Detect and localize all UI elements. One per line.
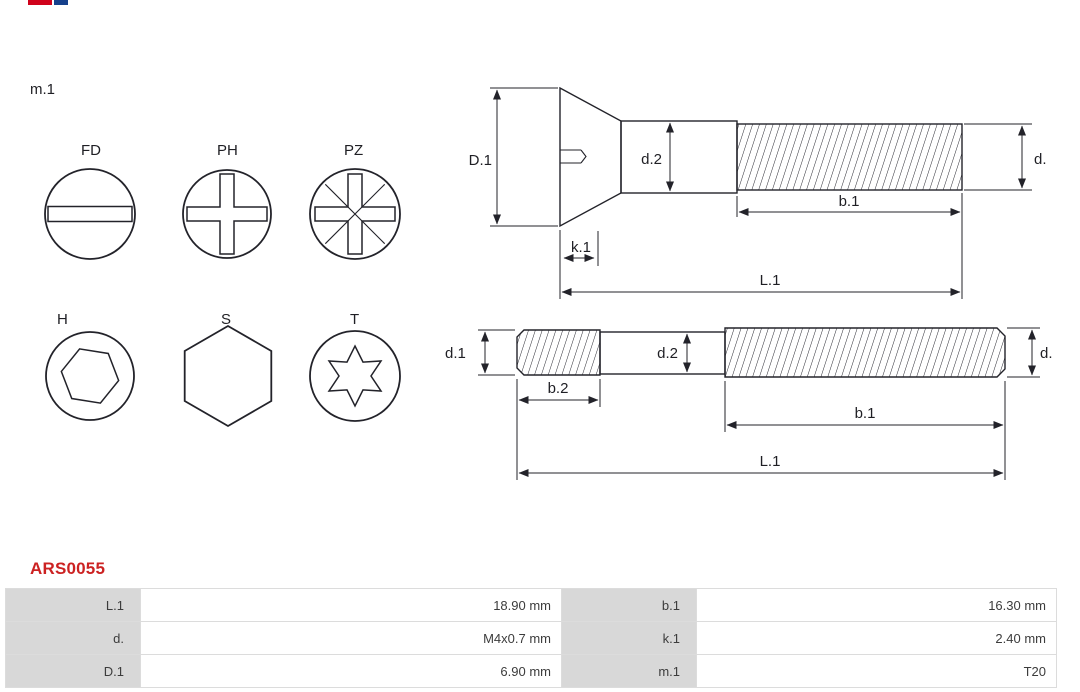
dim-label-b2: b.2 [548,380,569,397]
spec-label-cell: L.1 [6,589,140,621]
drive-type-label-t: T [350,311,359,328]
spec-label-cell: k.1 [562,622,696,654]
drive-type-label-h: H [57,311,68,328]
phillips-drive-icon [182,169,272,259]
countersunk-screw-drawing [559,86,963,228]
dim-label-b1: b.1 [855,405,876,422]
hex-socket-icon [45,331,135,421]
spec-label-cell: m.1 [562,655,696,687]
spec-value-cell: T20 [697,655,1056,687]
drive-type-label-s: S [221,311,231,328]
spec-label-cell: b.1 [562,589,696,621]
hex-head-icon [183,324,273,428]
stud-dimension-labels: d.1 d.2 d. b.2 b.1 L.1 [445,345,1053,470]
screw-dimension-labels: D.1 d.2 d. b.1 k.1 L.1 [469,151,1047,289]
spec-value-cell: 2.40 mm [697,622,1056,654]
dim-label-L1: L.1 [760,453,781,470]
dim-label-d: d. [1034,151,1047,168]
dim-label-L1: L.1 [760,272,781,289]
drive-type-label-fd: FD [81,142,101,159]
pozidriv-drive-icon [309,168,401,260]
spec-value-cell: 18.90 mm [141,589,561,621]
flat-drive-icon [44,168,136,260]
screw-dimension-lines [490,87,1032,299]
technical-drawing: D.1 d.2 d. b.1 k.1 L.1 d.1 d.2 [445,86,1053,480]
stud-drawing [516,327,1006,378]
dim-label-d: d. [1040,345,1053,362]
torx-drive-icon [309,330,401,422]
as-pl-logo [28,0,68,5]
dim-label-D1: D.1 [469,152,492,169]
spec-table: L.1 18.90 mm b.1 16.30 mm d. M4x0.7 mm k… [5,588,1057,688]
dim-label-k1: k.1 [571,239,591,256]
spec-label-cell: d. [6,622,140,654]
drive-type-label-pz: PZ [344,142,363,159]
spec-value-cell: 6.90 mm [141,655,561,687]
dim-label-d2: d.2 [657,345,678,362]
part-number: ARS0055 [30,559,106,578]
drive-type-label-ph: PH [217,142,238,159]
dim-label-d1: d.1 [445,345,466,362]
dim-label-d2: d.2 [641,151,662,168]
mount-type-label: m.1 [30,81,56,98]
spec-value-cell: 16.30 mm [697,589,1056,621]
drive-type-icons: FD PH PZ H S T [44,142,401,428]
dim-label-b1: b.1 [839,193,860,210]
spec-value-cell: M4x0.7 mm [141,622,561,654]
logo-red-mark [28,0,52,5]
logo-blue-mark [54,0,68,5]
spec-label-cell: D.1 [6,655,140,687]
stud-dimension-lines [478,327,1040,480]
